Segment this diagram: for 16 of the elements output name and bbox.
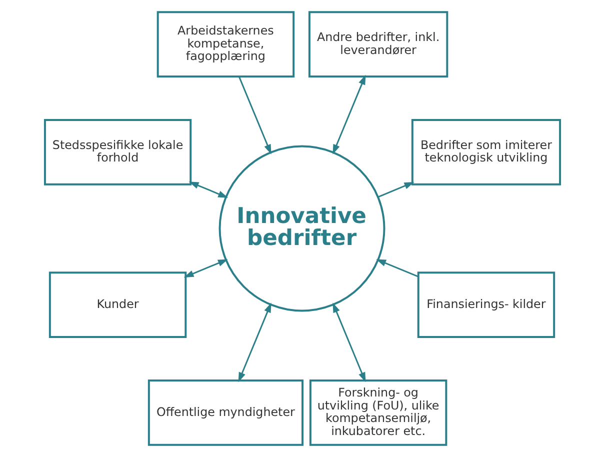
node-box: Kunder xyxy=(48,272,186,338)
arrow xyxy=(376,259,418,278)
node-box: Finansierings- kilder xyxy=(416,272,555,338)
node-box: Stedsspesifikke lokale forhold xyxy=(43,119,192,186)
arrow xyxy=(332,302,366,382)
node-box: Andre bedrifter, inkl. leverandører xyxy=(308,11,448,78)
arrow xyxy=(332,74,366,154)
node-box: Arbeidstakernes kompetanse, fagopplæring xyxy=(156,11,294,78)
node-box: Bedrifter som imiterer teknologisk utvikling xyxy=(410,119,561,186)
arrow xyxy=(238,302,271,382)
node-box: Offentlige myndigheter xyxy=(147,380,303,446)
node-box: Forskning- og utvikling (FoU), ulike kompetansemiljø, inkubatorer etc. xyxy=(308,380,447,446)
arrow xyxy=(183,259,228,278)
arrow xyxy=(238,76,271,154)
arrow xyxy=(188,182,228,198)
arrow xyxy=(377,182,414,198)
